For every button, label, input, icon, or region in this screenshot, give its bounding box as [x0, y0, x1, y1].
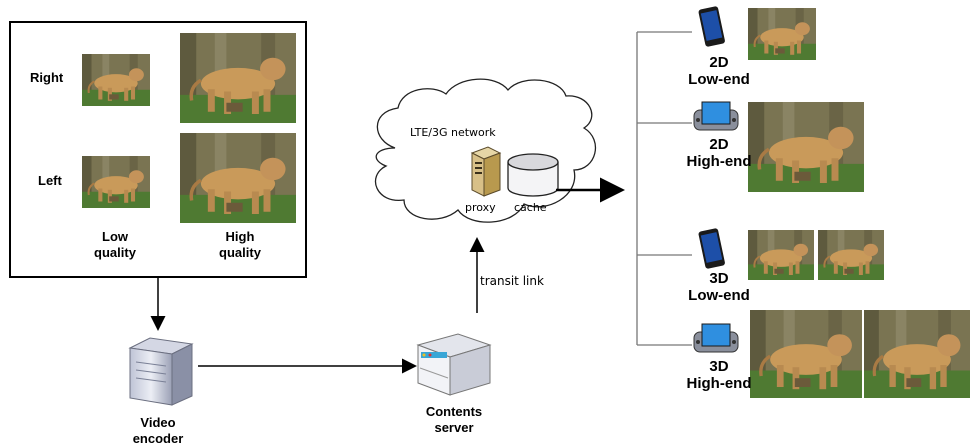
device-3d-high-label: 3D High-end: [674, 358, 764, 392]
phone-icon-2d-low: [698, 6, 725, 47]
thumb-3d-high-right: [864, 310, 970, 398]
device-2d-high-label: 2D High-end: [674, 136, 764, 170]
thumb-2d-low: [748, 8, 816, 60]
col-label-low-quality: Low quality: [94, 229, 136, 260]
thumb-left-low: [82, 156, 150, 208]
cache-icon: [507, 153, 559, 197]
thumb-left-high: [180, 133, 296, 223]
video-encoder-icon: [128, 337, 194, 406]
device-2d-low-label: 2D Low-end: [674, 54, 764, 88]
contents-server-label: Contents server: [425, 404, 483, 435]
col-label-high-quality: High quality: [219, 229, 261, 260]
contents-server-icon: [416, 333, 492, 396]
device-tier: Low-end: [688, 287, 750, 304]
thumb-3d-low-right: [818, 230, 884, 280]
thumb-right-low: [82, 54, 150, 106]
network-label: LTE/3G network: [410, 126, 496, 139]
device-mode: 3D: [709, 358, 729, 375]
device-mode: 2D: [709, 136, 729, 153]
device-mode: 3D: [709, 270, 729, 287]
phone-icon-3d-low: [698, 228, 725, 269]
tablet-icon-2d-high: [693, 101, 739, 131]
device-mode: 2D: [709, 54, 729, 71]
thumb-3d-low-left: [748, 230, 814, 280]
device-3d-low-label: 3D Low-end: [674, 270, 764, 304]
thumb-right-high: [180, 33, 296, 123]
distribution-tree: [636, 31, 692, 346]
video-encoder-label: Video encoder: [132, 415, 184, 446]
cache-label: cache: [514, 201, 547, 214]
device-tier: High-end: [686, 375, 752, 392]
proxy-icon: [470, 146, 502, 197]
thumb-3d-high-left: [750, 310, 862, 398]
tablet-icon-3d-high: [693, 323, 739, 353]
device-tier: Low-end: [688, 71, 750, 88]
proxy-label: proxy: [465, 201, 496, 214]
transit-link-label: transit link: [480, 274, 544, 288]
row-label-right: Right: [30, 70, 64, 85]
device-tier: High-end: [686, 153, 752, 170]
row-label-left: Left: [38, 173, 62, 188]
thumb-2d-high: [748, 102, 864, 192]
